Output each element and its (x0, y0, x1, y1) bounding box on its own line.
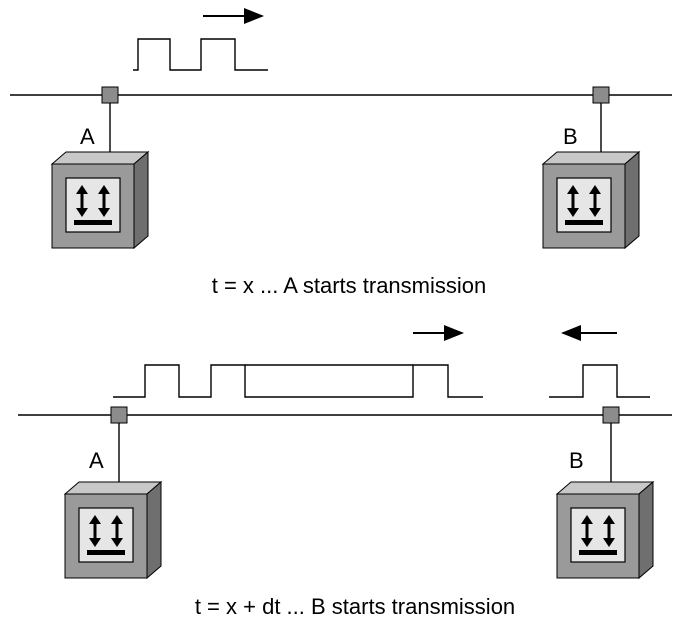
panel-2: A B t = x + dt ... B starts transmission (18, 325, 672, 619)
station-b-computer-icon (555, 480, 655, 580)
station-b-label: B (563, 124, 578, 149)
station-a-computer-icon (63, 480, 163, 580)
station-a-computer-icon (50, 150, 150, 250)
signal-waveform-b (549, 364, 650, 398)
signal-waveform-a (133, 38, 268, 71)
panel-2-caption: t = x + dt ... B starts transmission (195, 594, 515, 619)
panel-1-caption: t = x ... A starts transmission (212, 273, 486, 298)
station-a-label: A (89, 448, 104, 473)
station-a-label: A (80, 124, 95, 149)
tap-b (592, 86, 610, 104)
station-b-label: B (569, 448, 584, 473)
tap-a (110, 406, 128, 424)
station-b-computer-icon (541, 150, 641, 250)
panel-1: A B t = x ... A starts transmission (10, 8, 672, 298)
signal-waveform-a (113, 364, 483, 398)
tap-b (602, 406, 620, 424)
tap-a (101, 86, 119, 104)
